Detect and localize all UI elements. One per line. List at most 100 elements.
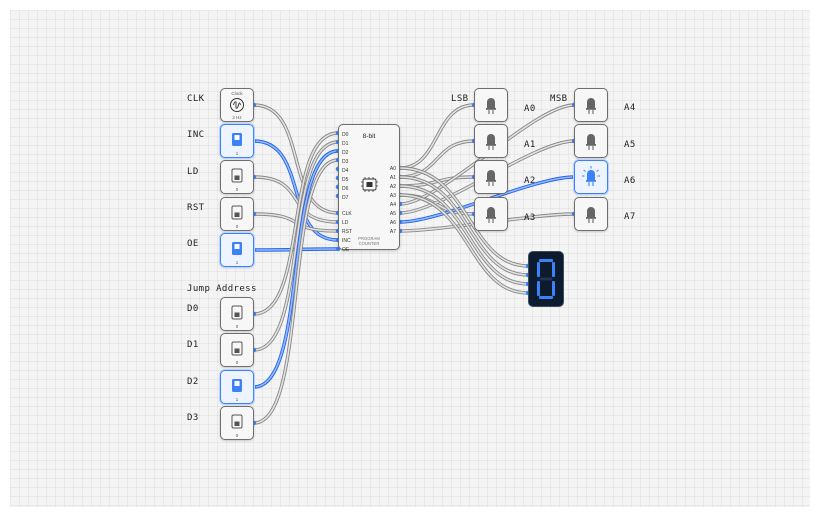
pin-a5: A5: [389, 211, 396, 217]
jump-address-heading: Jump Address: [187, 284, 257, 294]
clock-title: Clock: [231, 91, 243, 96]
led-off-icon: [486, 170, 496, 186]
pin-a3: A3: [389, 193, 396, 199]
led-off-icon: [486, 207, 496, 223]
oe-label: OE: [187, 239, 199, 249]
pin-ld: LD: [342, 220, 349, 226]
pin-d0: D0: [342, 132, 349, 138]
d3-label: D3: [187, 413, 199, 423]
inc-label: INC: [187, 130, 205, 140]
pin-d3: D3: [342, 159, 349, 165]
pin-d5: D5: [342, 177, 349, 183]
led-a1-label: A1: [524, 140, 536, 150]
ld-label: LD: [187, 167, 199, 177]
rst-value: 0: [235, 224, 239, 229]
d2-value: 1: [235, 397, 239, 402]
rst-switch[interactable]: 0: [220, 197, 254, 231]
d0-label: D0: [187, 304, 199, 314]
led-a7-label: A7: [624, 212, 636, 222]
led-a4: [574, 88, 608, 122]
rst-label: RST: [187, 203, 205, 213]
led-off-icon: [586, 207, 596, 223]
pin-a7: A7: [389, 229, 396, 235]
seven-segment-display: 0: [528, 251, 564, 307]
pin-a0: A0: [389, 166, 396, 172]
wire-clk: [252, 103, 340, 215]
wire-inc: [252, 139, 340, 242]
led-on-icon: [582, 166, 600, 186]
toggle-off-icon: [231, 168, 243, 183]
led-a6: [574, 160, 608, 194]
wire-a1: [398, 139, 476, 179]
led-off-icon: [486, 98, 496, 114]
toggle-off-icon: [231, 414, 243, 429]
led-a3-label: A3: [524, 213, 536, 223]
led-a5-label: A5: [624, 140, 636, 150]
wire-seg-1: [398, 175, 530, 277]
clock-wave-icon: [230, 98, 244, 112]
wire-seg-3: [398, 193, 530, 295]
wire-d2: [252, 149, 340, 389]
pin-a1: A1: [389, 175, 396, 181]
wire-seg-0: [398, 166, 530, 268]
oe-value: 1: [235, 260, 239, 265]
led-a6-label: A6: [624, 176, 636, 186]
d0-switch[interactable]: 0: [220, 297, 254, 331]
program-counter-chip[interactable]: 8-bit D0 D1 D2 D3 D4 D5 D6 D7 CLK LD RST…: [338, 124, 400, 253]
chip-footer: PROGRAM COUNTER: [339, 236, 399, 246]
pin-inc: INC: [342, 238, 351, 244]
toggle-off-icon: [231, 205, 243, 220]
toggle-on-icon: [232, 133, 242, 146]
clk-label: CLK: [187, 94, 205, 104]
led-a1: [474, 124, 508, 158]
toggle-on-icon: [232, 242, 242, 255]
led-a5: [574, 124, 608, 158]
led-a2-label: A2: [524, 176, 536, 186]
inc-switch[interactable]: 1: [220, 124, 254, 158]
pin-a2: A2: [389, 184, 396, 190]
wire-ld: [252, 175, 340, 224]
d2-switch[interactable]: 1: [220, 370, 254, 404]
wire-a0: [398, 103, 476, 170]
pin-d4: D4: [342, 168, 349, 174]
clock-source[interactable]: Clock 2 Hz: [220, 88, 254, 122]
d1-value: 0: [235, 360, 239, 365]
chip-icon: [361, 177, 378, 192]
pin-d1: D1: [342, 141, 349, 147]
d3-switch[interactable]: 0: [220, 406, 254, 440]
chip-title: 8-bit: [362, 133, 376, 140]
wire-d3: [252, 158, 340, 425]
led-a0: [474, 88, 508, 122]
d1-label: D1: [187, 340, 199, 350]
pin-rst: RST: [342, 229, 352, 235]
d1-switch[interactable]: 0: [220, 333, 254, 367]
inc-value: 1: [235, 151, 239, 156]
toggle-off-icon: [231, 305, 243, 320]
led-a2: [474, 160, 508, 194]
pin-d2: D2: [342, 150, 349, 156]
chip-footer-line1: PROGRAM: [358, 236, 380, 241]
wire-d0: [252, 131, 340, 316]
led-a3: [474, 197, 508, 231]
d3-value: 0: [235, 433, 239, 438]
clock-frequency: 2 Hz: [232, 115, 242, 120]
led-a0-label: A0: [524, 104, 536, 114]
led-off-icon: [486, 134, 496, 150]
oe-switch[interactable]: 1: [220, 233, 254, 267]
wire-layer: [251, 102, 577, 426]
toggle-on-icon: [232, 379, 242, 392]
msb-label: MSB: [550, 94, 568, 104]
led-a4-label: A4: [624, 103, 636, 113]
pin-d6: D6: [342, 186, 349, 192]
pin-a4: A4: [389, 202, 396, 208]
led-off-icon: [586, 98, 596, 114]
d2-label: D2: [187, 377, 199, 387]
led-a7: [574, 197, 608, 231]
lsb-label: LSB: [451, 94, 469, 104]
ld-switch[interactable]: 0: [220, 160, 254, 194]
wire-d1: [252, 140, 340, 352]
pin-a6: A6: [389, 220, 396, 226]
pin-oe: OE: [342, 247, 350, 253]
d0-value: 0: [235, 324, 239, 329]
circuit-canvas[interactable]: CLK INC LD RST OE Jump Address D0 D1 D2 …: [10, 10, 810, 507]
